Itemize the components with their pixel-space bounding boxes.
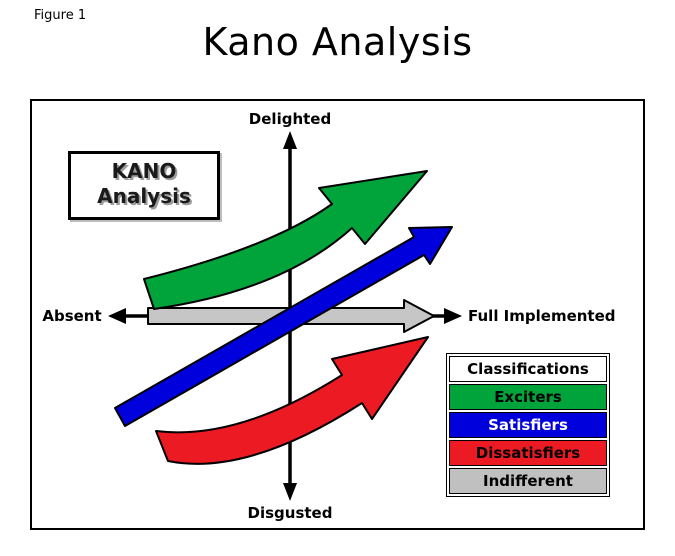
- kano-analysis-callout: KANO Analysis: [68, 151, 220, 220]
- legend-item-indifferent: Indifferent: [449, 468, 607, 494]
- axis-label-absent: Absent: [42, 307, 102, 325]
- figure-number-label: Figure 1: [34, 8, 87, 23]
- page-title: Kano Analysis: [202, 20, 473, 64]
- legend: Classifications Exciters Satisfiers Diss…: [446, 353, 610, 497]
- satisfiers-arrow: [114, 226, 453, 427]
- diagram-frame: Delighted Disgusted Absent Full Implemen…: [30, 99, 645, 530]
- axis-arrowhead-right-icon: [444, 308, 462, 324]
- exciters-arrow: [143, 170, 428, 310]
- legend-item-dissatisfiers: Dissatisfiers: [449, 440, 607, 466]
- dissatisfiers-arrow: [155, 336, 429, 465]
- diagram-canvas: [108, 131, 462, 501]
- axis-label-disgusted: Disgusted: [247, 504, 333, 522]
- kano-callout-line2: Analysis: [97, 184, 191, 208]
- axis-label-delighted: Delighted: [248, 110, 332, 128]
- axis-arrowhead-up-icon: [283, 131, 297, 149]
- axis-arrowhead-down-icon: [283, 483, 297, 501]
- legend-item-exciters: Exciters: [449, 384, 607, 410]
- legend-item-satisfiers: Satisfiers: [449, 412, 607, 438]
- axis-arrowhead-left-icon: [108, 308, 126, 324]
- kano-callout-line1: KANO: [111, 159, 177, 183]
- axis-label-full-implemented: Full Implemented: [468, 307, 616, 325]
- legend-header: Classifications: [449, 356, 607, 382]
